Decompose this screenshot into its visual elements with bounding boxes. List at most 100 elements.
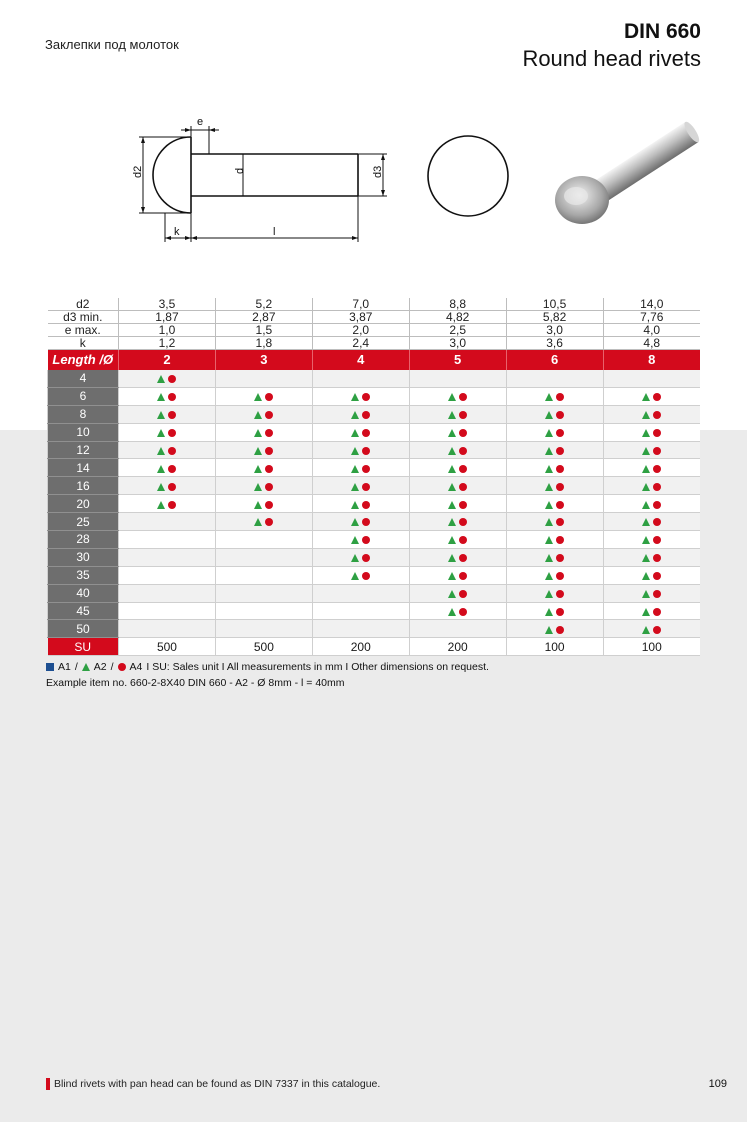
length-value: 20 (47, 494, 119, 514)
availability-cell (505, 602, 604, 621)
availability-cell (602, 494, 700, 514)
diameter-header: 2 (118, 349, 216, 370)
triangle-icon (545, 393, 554, 402)
circle-icon (556, 589, 565, 598)
availability-cell (118, 530, 216, 549)
table-row: 28 (47, 530, 700, 549)
circle-icon (362, 554, 371, 563)
rivet-photo (555, 121, 700, 224)
availability-cell (408, 458, 507, 478)
availability-cell (311, 458, 410, 478)
circle-icon (556, 625, 565, 634)
triangle-icon (642, 572, 651, 581)
availability-cell (408, 566, 507, 585)
triangle-icon (351, 572, 360, 581)
triangle-icon (545, 500, 554, 509)
triangle-icon (254, 446, 263, 455)
length-value: 6 (47, 387, 119, 406)
standard-subtitle: Round head rivets (522, 46, 701, 71)
circle-icon (362, 446, 371, 455)
availability-cell (311, 566, 410, 585)
availability-marks (157, 500, 177, 509)
length-value: 4 (47, 369, 119, 388)
availability-marks (545, 518, 565, 527)
circle-icon (265, 393, 274, 402)
availability-marks (448, 518, 468, 527)
circle-icon (556, 411, 565, 420)
dimension-value: 4,8 (602, 336, 700, 350)
circle-icon (168, 393, 177, 402)
availability-cell (602, 584, 700, 603)
triangle-icon (81, 663, 90, 671)
availability-cell (311, 584, 410, 603)
triangle-icon (545, 589, 554, 598)
availability-marks (254, 464, 274, 473)
availability-marks (157, 393, 177, 402)
availability-cell (505, 512, 604, 532)
availability-cell (602, 405, 700, 424)
availability-marks (448, 589, 468, 598)
availability-marks (545, 428, 565, 437)
triangle-icon (545, 428, 554, 437)
availability-marks (448, 393, 468, 402)
circle-icon (653, 518, 662, 527)
circle-icon (265, 446, 274, 455)
dimension-value: 5,82 (505, 310, 604, 324)
circle-icon (653, 446, 662, 455)
availability-cell (602, 423, 700, 442)
circle-icon (362, 536, 371, 545)
circle-icon (168, 482, 177, 491)
triangle-icon (448, 518, 457, 527)
circle-icon (459, 428, 468, 437)
dimension-value: 8,8 (408, 298, 507, 311)
availability-cell (408, 548, 507, 567)
availability-cell (214, 548, 313, 567)
availability-cell (408, 619, 507, 639)
dimension-value: 3,5 (118, 298, 216, 311)
dimension-name: d3 min. (47, 310, 119, 324)
availability-cell (505, 619, 604, 639)
diameter-header: 5 (408, 349, 507, 370)
standard-title: DIN 660 (623, 20, 701, 43)
circle-icon (117, 663, 126, 671)
availability-cell (505, 369, 604, 388)
legend-separator: / (110, 661, 114, 673)
availability-marks (351, 393, 371, 402)
triangle-icon (351, 446, 360, 455)
triangle-icon (157, 464, 166, 473)
dimension-value: 7,0 (311, 298, 410, 311)
footnote: Blind rivets with pan head can be found … (46, 1078, 380, 1090)
dimension-value: 10,5 (505, 298, 604, 311)
circle-icon (556, 607, 565, 616)
availability-marks (448, 554, 468, 563)
circle-icon (653, 482, 662, 491)
triangle-icon (642, 554, 651, 563)
circle-icon (362, 500, 371, 509)
triangle-icon (545, 482, 554, 491)
availability-marks (254, 446, 274, 455)
triangle-icon (351, 500, 360, 509)
triangle-icon (642, 589, 651, 598)
availability-cell (408, 405, 507, 424)
circle-icon (459, 500, 468, 509)
availability-marks (545, 589, 565, 598)
triangle-icon (351, 428, 360, 437)
availability-cell (214, 476, 313, 496)
label-d3: d3 (372, 166, 384, 178)
availability-cell (214, 530, 313, 549)
su-value: 500 (214, 637, 313, 657)
triangle-icon (545, 446, 554, 455)
availability-cell (602, 619, 700, 639)
availability-marks (448, 428, 468, 437)
availability-cell (311, 387, 410, 406)
availability-marks (545, 446, 565, 455)
table-row: 14 (47, 458, 700, 478)
availability-cell (505, 584, 604, 603)
availability-marks (448, 572, 468, 581)
availability-marks (157, 428, 177, 437)
su-value: 200 (311, 637, 410, 657)
triangle-icon (448, 500, 457, 509)
availability-cell (602, 530, 700, 549)
